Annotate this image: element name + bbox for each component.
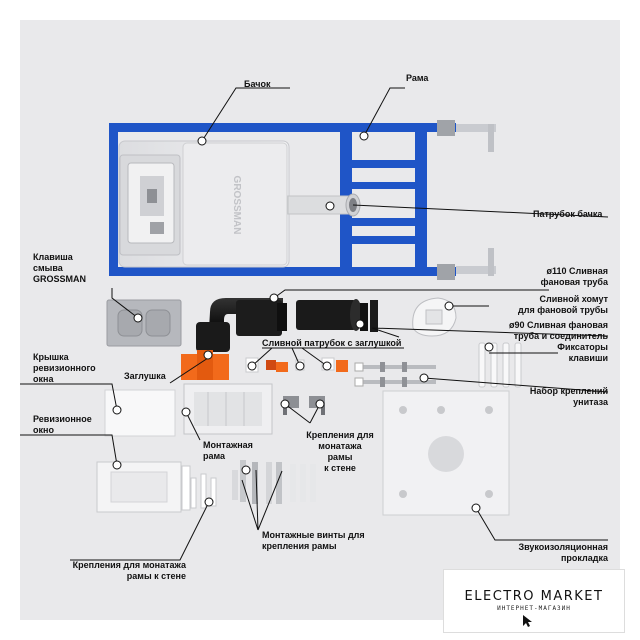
label-drain-outlet-plug: Сливной патрубок с заглушкой xyxy=(262,338,402,348)
label-drain-pipe-90: ø90 Сливная фановая труба и соединитель xyxy=(509,320,608,341)
pointer-dots xyxy=(112,131,494,513)
label-flush-key: Клавиша смыва GROSSMAN xyxy=(33,252,87,284)
electro-market-logo: ELECTRO MARKET ИНТЕРНЕТ-МАГАЗИН xyxy=(443,569,625,633)
toilet-mount-kit xyxy=(354,362,436,387)
revision-window xyxy=(96,461,191,513)
tank-outlet-pipe xyxy=(287,193,361,217)
drain-pipe-110 xyxy=(196,298,287,352)
label-toilet-mount-kit: Набор креплений унитаза xyxy=(529,386,608,407)
label-mounting-frame: Монтажная рама xyxy=(203,440,253,461)
label-key-fixers: Фиксаторы клавиши xyxy=(557,342,608,363)
logo-title: ELECTRO MARKET xyxy=(464,589,604,604)
logo-subtitle: ИНТЕРНЕТ-МАГАЗИН xyxy=(497,605,571,612)
label-wall-mounts: Крепления для монатажа рамы к стене xyxy=(72,560,186,581)
label-wall-brackets: Крепления для монатажа рамы к стене xyxy=(306,430,374,473)
flush-key xyxy=(106,299,182,347)
label-plug: Заглушка xyxy=(124,371,166,381)
key-fixers xyxy=(478,342,522,388)
label-tank: Бачок xyxy=(244,79,271,89)
label-drain-clamp: Сливной хомут для фановой трубы xyxy=(518,294,608,315)
label-sound-pad: Звукоизоляционная прокладка xyxy=(518,542,608,563)
label-tank-outlet: Патрубок бачка xyxy=(533,209,603,219)
tank-brand-embossed: GROSSMAN xyxy=(231,176,242,235)
label-revision-cover: Крышка ревизионного окна xyxy=(33,352,96,384)
label-drain-pipe-110: ø110 Сливная фановая труба xyxy=(540,266,608,287)
drain-pipe-90 xyxy=(296,299,378,332)
leader-lines xyxy=(20,87,609,561)
label-mount-screws: Монтажные винты для крепления рамы xyxy=(262,530,365,551)
installation-frame xyxy=(109,120,496,280)
mount-screws xyxy=(232,460,316,504)
wall-mounts xyxy=(190,473,217,509)
sound-insulation-pad xyxy=(382,390,510,516)
cursor-icon xyxy=(523,615,532,627)
label-revision-window: Ревизионное окно xyxy=(33,414,92,435)
label-frame: Рама xyxy=(406,73,429,83)
cistern-tank: GROSSMAN xyxy=(118,140,290,268)
mounting-frame xyxy=(183,383,273,435)
